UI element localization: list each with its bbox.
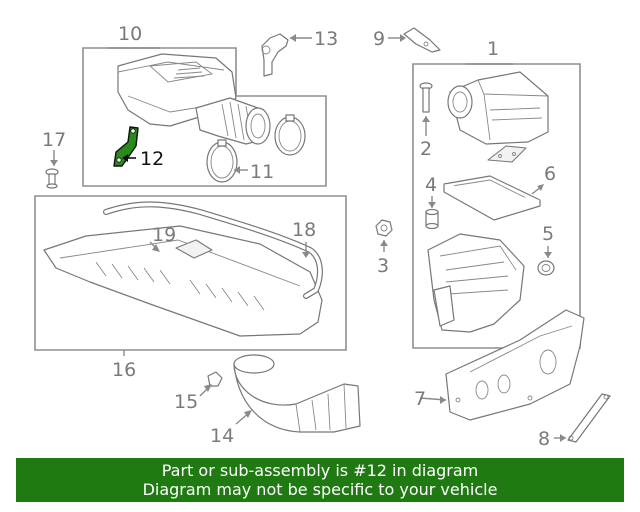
rod-part-8 (567, 393, 611, 443)
group-box-10 (82, 47, 327, 187)
bracket-part-12 (113, 126, 139, 167)
bracket-part-7 (445, 309, 585, 421)
callout-4: 4 (425, 174, 437, 196)
callout-18: 18 (292, 219, 316, 241)
callout-19: 19 (152, 224, 176, 246)
grommet-part-15 (207, 371, 223, 387)
callout-labels: 10 13 9 1 2 4 6 5 3 7 8 17 11 12 19 18 1… (42, 23, 556, 450)
callout-14: 14 (210, 425, 234, 447)
callout-12: 12 (140, 148, 164, 170)
air-cleaner-housing (447, 71, 549, 163)
callout-10: 10 (118, 23, 142, 45)
bolt-part-17 (45, 168, 59, 189)
callout-13: 13 (314, 28, 338, 50)
hose-part-13 (261, 33, 289, 77)
callout-15: 15 (174, 391, 198, 413)
callout-16: 16 (112, 359, 136, 381)
underbody-shield-part-16 (43, 225, 323, 337)
arrow-heads (50, 34, 566, 442)
callout-17: 17 (42, 129, 66, 151)
resonator-assembly (117, 53, 271, 145)
banner-line-1: Part or sub-assembly is #12 in diagram (161, 461, 479, 480)
callout-3: 3 (377, 255, 389, 277)
banner-line-2: Diagram may not be specific to your vehi… (142, 480, 498, 499)
callout-9: 9 (373, 28, 385, 50)
callout-7: 7 (414, 388, 426, 410)
bracket-part-9 (403, 27, 441, 53)
callout-2: 2 (420, 138, 432, 160)
callout-11: 11 (250, 161, 274, 183)
group-box-16 (34, 195, 347, 351)
callout-1: 1 (487, 38, 499, 60)
clamp-part-11 (206, 114, 306, 183)
seal-strip-part-18 (103, 201, 323, 299)
intake-duct-part-14 (233, 354, 361, 433)
bolt-part-2 (419, 82, 433, 113)
grommet-part-5 (537, 260, 555, 276)
nut-part-3 (375, 219, 393, 237)
info-banner: Part or sub-assembly is #12 in diagram D… (16, 458, 624, 502)
grommet-part-4 (425, 208, 439, 230)
callout-5: 5 (542, 223, 554, 245)
lower-housing (427, 233, 525, 333)
callout-6: 6 (544, 163, 556, 185)
filter-element-part-6 (443, 175, 541, 221)
callout-8: 8 (538, 428, 550, 450)
